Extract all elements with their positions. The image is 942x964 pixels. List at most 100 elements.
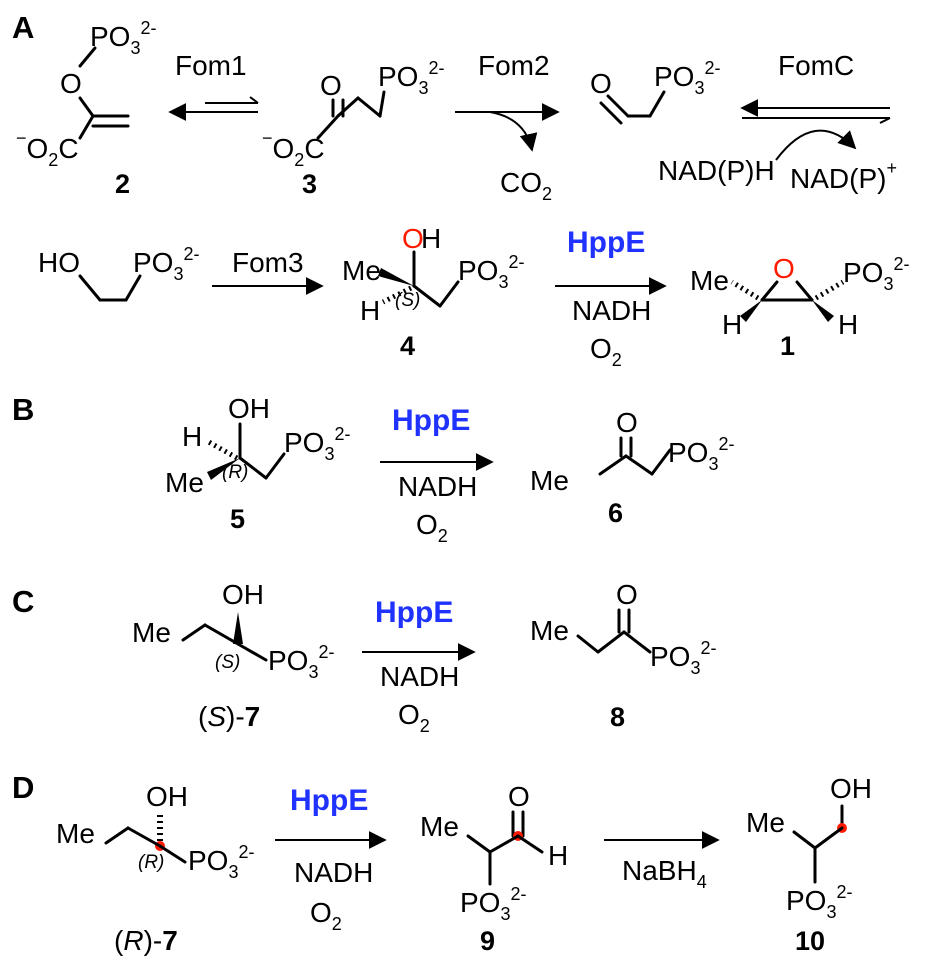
hydrogen-atom: H [722, 309, 742, 340]
phosphonate-group: PO32- [458, 252, 525, 292]
bond [124, 274, 142, 302]
stereo-descriptor-r: (R) [222, 462, 248, 483]
methyl-group: Me [530, 465, 569, 496]
bond [264, 452, 286, 480]
carboxylate-group: −O2C [262, 128, 325, 170]
bond [412, 284, 442, 308]
hydrogen-atom: H [360, 295, 380, 326]
hydroxyl-group: OH [228, 393, 270, 424]
compound-number: 3 [302, 169, 317, 199]
bond [813, 826, 844, 850]
compound-number: 9 [480, 926, 495, 956]
enzyme-label-hppe: HppE [290, 784, 368, 817]
reagent-nadh: NADH [380, 661, 459, 692]
compound-number: 8 [610, 702, 625, 732]
fom2-arrow: Fom2 CO2 [455, 50, 560, 204]
fomc-equilibrium-arrow: FomC NAD(P)H NAD(P)+ [658, 50, 897, 194]
stereo-descriptor-s: (S) [215, 652, 240, 673]
hppe-arrow-b: HppE NADH O2 [380, 404, 494, 546]
reagent-nadh: NADH [398, 471, 477, 502]
enzyme-label-hppe: HppE [392, 404, 470, 437]
nabh4-arrow: NaBH4 [604, 831, 720, 892]
compound-6: O Me PO32- 6 [530, 407, 735, 528]
phosphonate-group: PO32- [90, 18, 157, 58]
methyl-group: Me [746, 807, 785, 838]
oxygen-atom: O [320, 70, 342, 101]
methyl-group: Me [132, 617, 171, 648]
bond [760, 280, 779, 302]
bond [316, 114, 340, 140]
fom3-arrow: Fom3 [212, 247, 324, 295]
methyl-group: Me [165, 467, 204, 498]
compound-label-r7: (R)-7 [114, 925, 178, 956]
reagent-o2: O2 [398, 699, 430, 736]
stereo-descriptor-s: (S) [395, 290, 420, 311]
compound-4: O H Me H (S) PO32- 4 [342, 223, 525, 361]
compound-number: 10 [795, 926, 825, 956]
hash-bond [814, 279, 845, 301]
hydroxyl-group: OH [222, 579, 264, 610]
enzyme-label-fomc: FomC [778, 50, 854, 81]
bond [576, 634, 600, 654]
phosphonate-group: PO32- [460, 884, 527, 924]
bond [378, 90, 386, 118]
bond [336, 96, 360, 118]
wedge-bond [207, 458, 240, 480]
bond [78, 274, 102, 302]
bond [203, 623, 240, 646]
oxygen-atom: O [616, 407, 638, 438]
bond [126, 826, 162, 848]
enzyme-label-fom3: Fom3 [232, 247, 304, 278]
oxygen-atom: O [60, 68, 82, 99]
compound-number: 6 [608, 498, 623, 528]
oxygen-atom: O [508, 781, 530, 812]
panel-a: A PO32- O −O2C 2 Fom1 O [12, 10, 910, 370]
phosphonate-group: PO32- [188, 842, 255, 882]
phosphonate-group: PO32- [378, 58, 445, 98]
reagent-nabh4: NaBH4 [622, 855, 707, 892]
oxygen-atom: O [590, 68, 612, 99]
hydroxyl-group: OH [830, 773, 872, 804]
methyl-group: Me [342, 255, 381, 286]
bond [650, 448, 672, 476]
bond [356, 96, 382, 118]
compound-s7: OH Me (S) PO32- (S)-7 [132, 579, 335, 732]
panel-label-c: C [12, 584, 34, 619]
bond [466, 834, 492, 854]
bond [624, 454, 654, 476]
hydrogen-atom: H [548, 840, 568, 871]
hydroxyl-group: OH [146, 781, 188, 812]
phosphonoacetaldehyde: O PO32- [590, 58, 721, 125]
compound-number: 4 [400, 331, 415, 361]
hydrogen-atom: H [421, 223, 441, 254]
panel-c: C OH Me (S) PO32- (S)-7 HppE NADH O2 O M… [12, 579, 717, 736]
byproduct-co2: CO2 [500, 167, 552, 204]
hydroxyethylphosphonate: HO PO32- [38, 244, 200, 302]
bond [622, 630, 652, 654]
panel-label-b: B [12, 392, 34, 427]
bond [792, 830, 817, 850]
methyl-group: Me [530, 615, 569, 646]
hppe-arrow-a: HppE NADH O2 [555, 226, 667, 370]
bond [438, 280, 460, 308]
compound-5: OH H Me (R) PO32- 5 [165, 393, 351, 534]
curved-arrow [489, 111, 538, 152]
reagent-nadh: NADH [294, 857, 373, 888]
enzyme-label-fom1: Fom1 [175, 50, 247, 81]
compound-10: OH Me PO32- 10 [746, 773, 872, 956]
bond [238, 456, 268, 480]
carboxylate-group: −O2C [16, 128, 79, 170]
bond [104, 826, 130, 845]
reagent-o2: O2 [590, 333, 622, 370]
oxygen-atom: O [616, 579, 638, 610]
bond [488, 834, 520, 854]
phosphonate-group: PO32- [133, 244, 200, 284]
compound-9: O H Me PO32- 9 [420, 781, 568, 956]
stereo-descriptor-r: (R) [138, 852, 164, 873]
hash-bond [205, 438, 239, 461]
bond [516, 834, 544, 854]
phosphonate-group: PO32- [843, 254, 910, 294]
compound-1-fosfomycin: O Me H H PO32- 1 [690, 253, 910, 361]
bond [181, 623, 207, 642]
curved-arrow [775, 129, 857, 161]
